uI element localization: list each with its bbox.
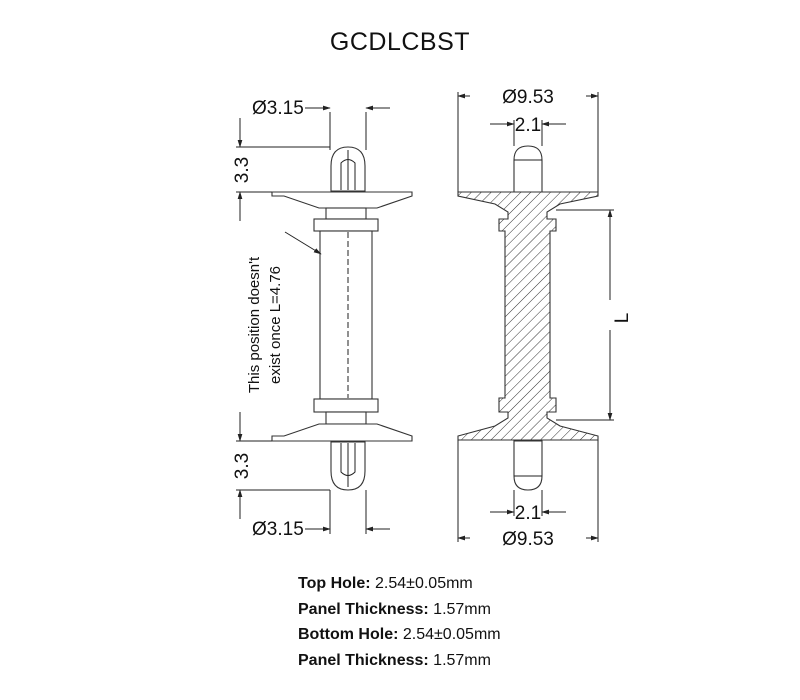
dim-bottom-diameter-left: Ø3.15 <box>252 519 304 540</box>
bottom-collar <box>325 411 367 425</box>
spec-top-panel-thickness: Panel Thickness: 1.57mm <box>298 597 501 623</box>
specifications: Top Hole: 2.54±0.05mm Panel Thickness: 1… <box>298 571 501 673</box>
note-line-1: This position doesn't <box>246 256 263 393</box>
top-boss <box>313 218 379 232</box>
top-collar <box>325 207 367 220</box>
spec-value: 2.54±0.05mm <box>370 575 473 592</box>
technical-drawing: Ø3.15 3.3 3.3 Ø3.15 This position doesn'… <box>232 87 633 550</box>
bottom-flange <box>271 423 413 442</box>
dim-length: L <box>612 313 633 324</box>
section-body <box>457 191 599 441</box>
dim-top-pin-width: 2.1 <box>515 115 541 136</box>
spec-value: 2.54±0.05mm <box>398 626 501 643</box>
spec-label: Bottom Hole: <box>298 626 399 643</box>
dim-top-flange-diameter: Ø9.53 <box>502 87 554 108</box>
note-line-2: exist once L=4.76 <box>267 266 284 384</box>
dim-bottom-flange-diameter: Ø9.53 <box>502 529 554 550</box>
spec-bottom-hole: Bottom Hole: 2.54±0.05mm <box>298 622 501 648</box>
spec-bottom-panel-thickness: Panel Thickness: 1.57mm <box>298 648 501 674</box>
dim-bottom-pin-width: 2.1 <box>515 503 541 524</box>
spec-top-hole: Top Hole: 2.54±0.05mm <box>298 571 501 597</box>
top-flange <box>271 191 413 209</box>
spec-label: Panel Thickness: <box>298 600 429 618</box>
spec-value: 1.57mm <box>428 651 491 669</box>
dim-top-height-left: 3.3 <box>232 157 253 183</box>
dim-top-diameter-left: Ø3.15 <box>252 98 304 119</box>
spec-label: Top Hole: <box>298 575 371 592</box>
bottom-boss <box>313 398 379 413</box>
spec-value: 1.57mm <box>428 600 491 618</box>
left-view: Ø3.15 3.3 3.3 Ø3.15 This position doesn'… <box>232 98 413 540</box>
bottom-pin <box>513 440 543 491</box>
right-view: Ø9.53 2.1 L 2.1 Ø9.53 <box>457 87 633 550</box>
drawing-title: GCDLCBST <box>329 28 471 56</box>
dim-bottom-height-left: 3.3 <box>232 453 253 479</box>
left-body <box>319 230 373 400</box>
spec-label: Panel Thickness: <box>298 651 429 669</box>
top-pin <box>513 145 543 193</box>
